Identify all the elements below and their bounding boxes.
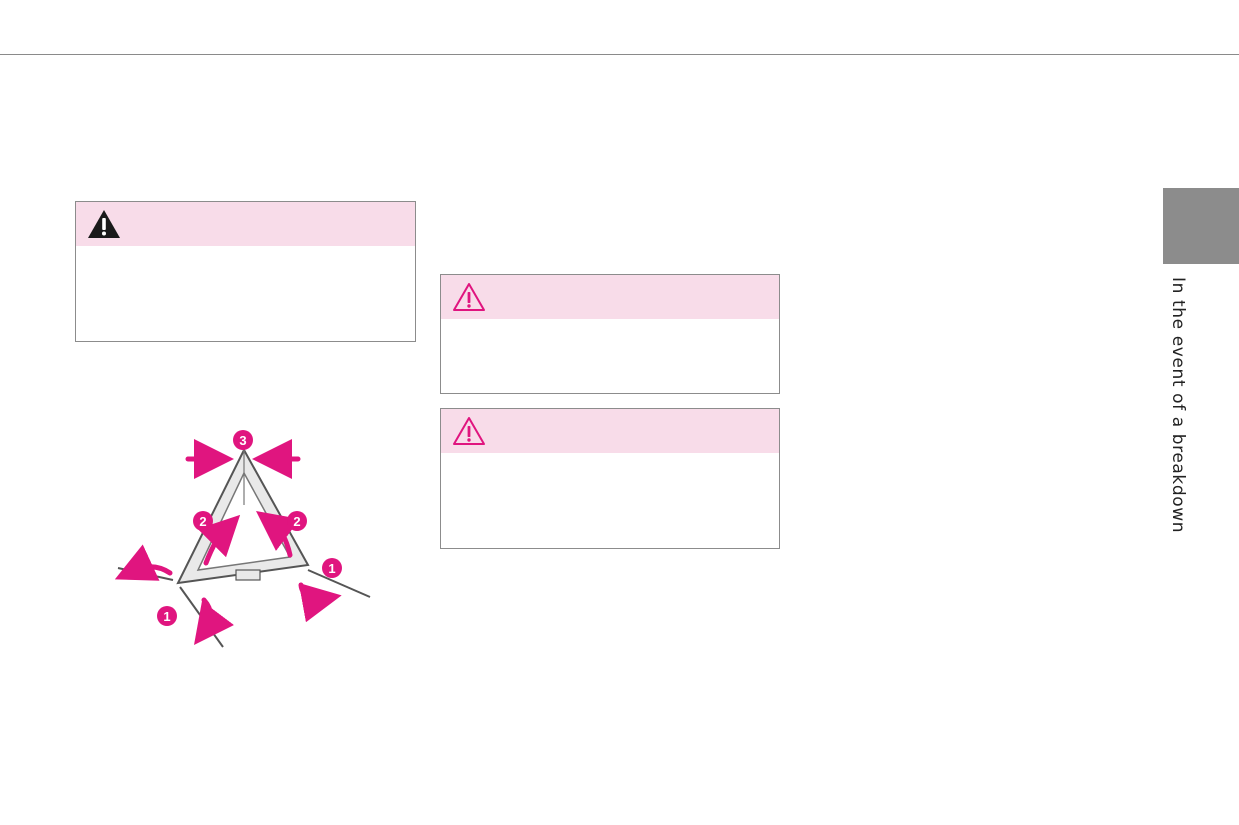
callout-2-right: 2 (293, 514, 300, 529)
chapter-label: In the event of a breakdown (1168, 277, 1188, 534)
callout-1-left: 1 (163, 609, 170, 624)
chapter-tab (1163, 188, 1239, 264)
callouts: 3 2 2 1 1 (157, 430, 342, 626)
warning-box-caution-2 (440, 408, 780, 549)
warning-box-header (441, 409, 779, 453)
warning-box-danger (75, 201, 416, 342)
warning-filled-icon (88, 210, 120, 238)
warning-outline-icon (453, 283, 485, 311)
header-rule (0, 54, 1239, 55)
warning-box-header (441, 275, 779, 319)
callout-3: 3 (239, 433, 246, 448)
callout-1-right: 1 (328, 561, 335, 576)
warning-box-caution-1 (440, 274, 780, 394)
warning-outline-icon (453, 417, 485, 445)
warning-triangle-illustration: 3 2 2 1 1 (114, 430, 371, 648)
warning-box-header (76, 202, 415, 246)
callout-2-left: 2 (199, 514, 206, 529)
